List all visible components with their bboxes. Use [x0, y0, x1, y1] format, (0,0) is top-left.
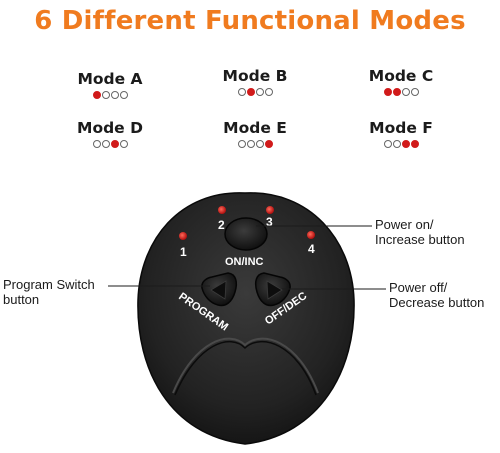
mode-name: Mode D — [77, 119, 143, 137]
led-off-icon — [383, 140, 392, 148]
led-2-icon — [218, 206, 226, 214]
led-on-icon — [392, 88, 401, 96]
off-dec-button[interactable] — [254, 272, 291, 307]
callout-line: Program Switch — [3, 277, 95, 292]
mode-name: Mode E — [223, 119, 287, 137]
callout-line: Decrease button — [389, 295, 485, 310]
led-off-icon — [410, 88, 419, 96]
callout-line: Power off/ — [389, 280, 448, 295]
led-off-icon — [119, 91, 128, 99]
led-label-4: 4 — [308, 242, 315, 256]
mode-led-indicator — [55, 91, 165, 99]
mode-c: Mode C — [346, 67, 456, 96]
callout-line: Increase button — [375, 232, 465, 247]
led-1-icon — [179, 232, 187, 240]
led-on-icon — [401, 140, 410, 148]
page-title: 6 Different Functional Modes — [34, 6, 466, 36]
led-on-icon — [264, 140, 273, 148]
on-inc-button[interactable] — [224, 217, 268, 251]
led-label-1: 1 — [180, 245, 187, 259]
mode-name: Mode A — [77, 70, 143, 88]
program-button[interactable] — [201, 272, 238, 307]
mode-led-indicator — [200, 140, 310, 148]
led-off-icon — [246, 140, 255, 148]
led-on-icon — [246, 88, 255, 96]
mode-e: Mode E — [200, 119, 310, 148]
led-on-icon — [110, 140, 119, 148]
led-label-3: 3 — [266, 215, 273, 229]
led-on-icon — [410, 140, 419, 148]
led-off-icon — [401, 88, 410, 96]
led-off-icon — [110, 91, 119, 99]
led-4-icon — [307, 231, 315, 239]
mode-led-indicator — [200, 88, 310, 96]
mode-name: Mode B — [222, 67, 288, 85]
mode-f: Mode F — [346, 119, 456, 148]
callout-line: button — [3, 292, 40, 307]
mode-led-indicator — [346, 88, 456, 96]
on-inc-label: ON/INC — [225, 256, 264, 268]
led-3-icon — [266, 206, 274, 214]
led-off-icon — [92, 140, 101, 148]
mode-led-indicator — [346, 140, 456, 148]
callout-power-on: Power on/ Increase button — [375, 217, 465, 247]
callout-program: Program Switch button — [3, 277, 95, 307]
led-off-icon — [101, 91, 110, 99]
led-off-icon — [237, 88, 246, 96]
led-on-icon — [92, 91, 101, 99]
led-off-icon — [119, 140, 128, 148]
led-off-icon — [255, 140, 264, 148]
led-off-icon — [255, 88, 264, 96]
mode-d: Mode D — [55, 119, 165, 148]
led-off-icon — [237, 140, 246, 148]
led-off-icon — [101, 140, 110, 148]
mode-name: Mode C — [368, 67, 434, 85]
mode-a: Mode A — [55, 70, 165, 99]
right-arrow-icon — [266, 280, 283, 300]
led-label-2: 2 — [218, 218, 225, 232]
device-lower-lobe — [172, 337, 319, 394]
callout-line: Power on/ — [375, 217, 434, 232]
led-off-icon — [264, 88, 273, 96]
mode-led-indicator — [55, 140, 165, 148]
led-off-icon — [392, 140, 401, 148]
mode-b: Mode B — [200, 67, 310, 96]
led-on-icon — [383, 88, 392, 96]
device-body — [137, 192, 355, 445]
callout-power-off: Power off/ Decrease button — [389, 280, 484, 310]
left-arrow-icon — [210, 280, 227, 300]
mode-name: Mode F — [369, 119, 433, 137]
